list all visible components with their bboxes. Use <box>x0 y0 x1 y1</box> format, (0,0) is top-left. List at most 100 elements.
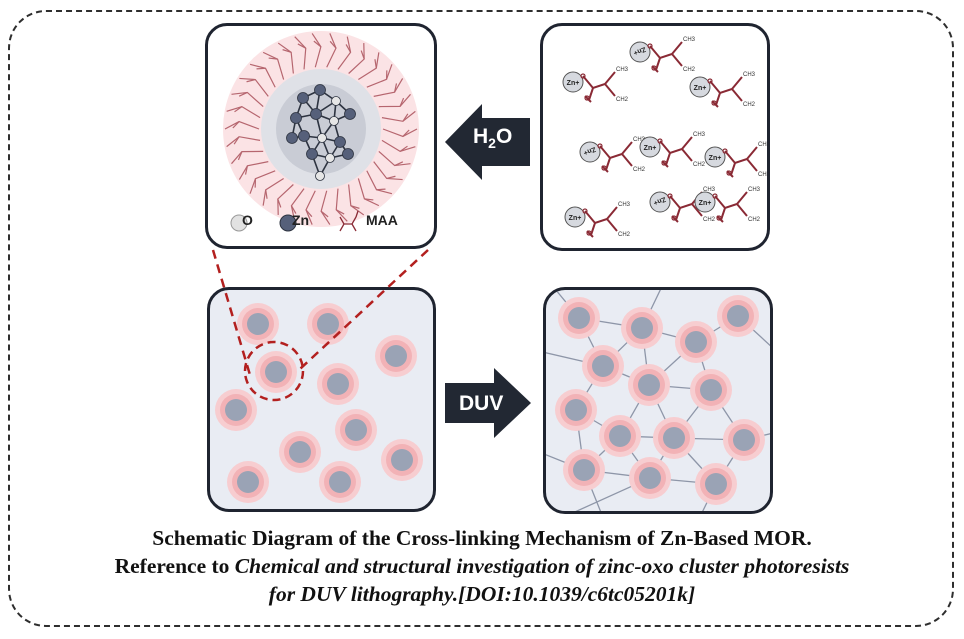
svg-text:CH3: CH3 <box>703 187 716 193</box>
zinc-atom <box>297 92 309 104</box>
crosslinked-cluster <box>582 345 624 387</box>
svg-text:Zn+: Zn+ <box>709 155 722 162</box>
svg-text:CH3: CH3 <box>743 72 756 78</box>
duv-arrow-label: DUV <box>459 392 504 415</box>
svg-text:CH2: CH2 <box>693 162 706 168</box>
svg-text:Zn+: Zn+ <box>694 85 707 92</box>
zinc-atom <box>342 148 354 160</box>
svg-text:CH3: CH3 <box>693 132 706 138</box>
svg-text:Zn+: Zn+ <box>699 200 712 207</box>
crosslinked-cluster <box>599 415 641 457</box>
duv-arrow <box>445 368 531 438</box>
dispersed-cluster <box>317 363 359 405</box>
maa-ligand-shell <box>224 33 418 225</box>
oxygen-atom <box>329 116 339 126</box>
zinc-atom <box>298 130 310 142</box>
svg-text:CH2: CH2 <box>743 102 756 108</box>
oxygen-atom <box>317 133 327 143</box>
svg-text:Zn+: Zn+ <box>569 215 582 222</box>
zinc-atom <box>290 112 302 124</box>
svg-text:CH2: CH2 <box>616 97 629 103</box>
crosslinked-clusters <box>546 290 770 511</box>
oxygen-atom <box>325 153 335 163</box>
zn-maa-monomers: Zn+CH3CH2Zn+CH3CH2Zn+CH3CH2Zn+CH3CH2Zn+C… <box>562 37 767 238</box>
zoom-highlight-circle <box>243 340 305 402</box>
zinc-atom <box>310 108 322 120</box>
caption-line-3: for DUV lithography.[DOI:10.1039/c6tc052… <box>268 582 696 606</box>
crosslinked-cluster <box>690 369 732 411</box>
svg-text:CH2: CH2 <box>703 217 716 223</box>
zinc-atom <box>306 148 318 160</box>
oxygen-legend-icon <box>230 214 248 232</box>
svg-text:CH2: CH2 <box>683 67 696 73</box>
svg-text:CH3: CH3 <box>618 202 631 208</box>
crosslinked-cluster <box>628 364 670 406</box>
dispersed-cluster <box>215 389 257 431</box>
cluster-detail-panel: O Zn MAA <box>205 23 437 249</box>
svg-text:Zn+: Zn+ <box>632 45 646 56</box>
svg-text:Zn+: Zn+ <box>567 80 580 87</box>
crosslinked-cluster <box>717 295 759 337</box>
cluster-atoms <box>286 84 356 181</box>
crosslinked-cluster <box>621 307 663 349</box>
crosslinked-cluster <box>629 457 671 499</box>
dispersed-cluster <box>279 431 321 473</box>
legend-oxygen-label: O <box>242 212 253 228</box>
zoom-line-left <box>211 249 252 376</box>
caption-line-2: Reference to Chemical and structural inv… <box>114 554 850 578</box>
zinc-legend-icon <box>279 214 297 232</box>
zinc-atom <box>314 84 326 96</box>
unexposed-film-panel <box>207 287 436 512</box>
crosslinked-cluster <box>558 297 600 339</box>
dispersed-cluster <box>381 439 423 481</box>
oxygen-atom <box>331 96 341 106</box>
zinc-atom <box>334 136 346 148</box>
legend-zinc-label: Zn <box>292 212 310 228</box>
svg-text:CH2: CH2 <box>618 232 631 238</box>
legend-maa-label: MAA <box>366 212 398 228</box>
zinc-oxo-cluster-illustration <box>223 31 419 232</box>
h2o-arrow <box>445 104 530 180</box>
dispersed-cluster <box>255 351 297 393</box>
dispersed-cluster <box>375 335 417 377</box>
zinc-atom <box>286 132 298 144</box>
crosslinked-cluster <box>653 417 695 459</box>
svg-text:CH3: CH3 <box>616 67 629 73</box>
dispersed-clusters <box>215 303 423 503</box>
svg-text:CH3: CH3 <box>683 37 696 43</box>
svg-text:CH3: CH3 <box>758 142 767 148</box>
dashed-outer-frame <box>8 10 954 627</box>
crosslinked-cluster <box>695 463 737 505</box>
crosslinked-cluster <box>555 389 597 431</box>
maa-legend-icon <box>339 210 359 232</box>
svg-text:CH2: CH2 <box>748 217 761 223</box>
zoom-line-right <box>299 249 429 370</box>
svg-text:CH3: CH3 <box>748 187 761 193</box>
svg-text:CH2: CH2 <box>633 167 646 173</box>
caption-line-1: Schematic Diagram of the Cross-linking M… <box>152 526 812 550</box>
svg-text:Zn+: Zn+ <box>644 145 657 152</box>
crosslinked-cluster <box>723 419 765 461</box>
zinc-atom <box>344 108 356 120</box>
crosslinked-network-panel <box>543 287 773 514</box>
dispersed-cluster <box>319 461 361 503</box>
h2o-arrow-label: H2O <box>473 125 513 152</box>
figure-caption: Schematic Diagram of the Cross-linking M… <box>0 524 964 608</box>
dispersed-cluster <box>335 409 377 451</box>
dispersed-cluster <box>237 303 279 345</box>
crosslinked-cluster <box>675 321 717 363</box>
svg-text:CH3: CH3 <box>633 137 646 143</box>
svg-text:CH2: CH2 <box>758 172 767 178</box>
dispersed-cluster <box>227 461 269 503</box>
